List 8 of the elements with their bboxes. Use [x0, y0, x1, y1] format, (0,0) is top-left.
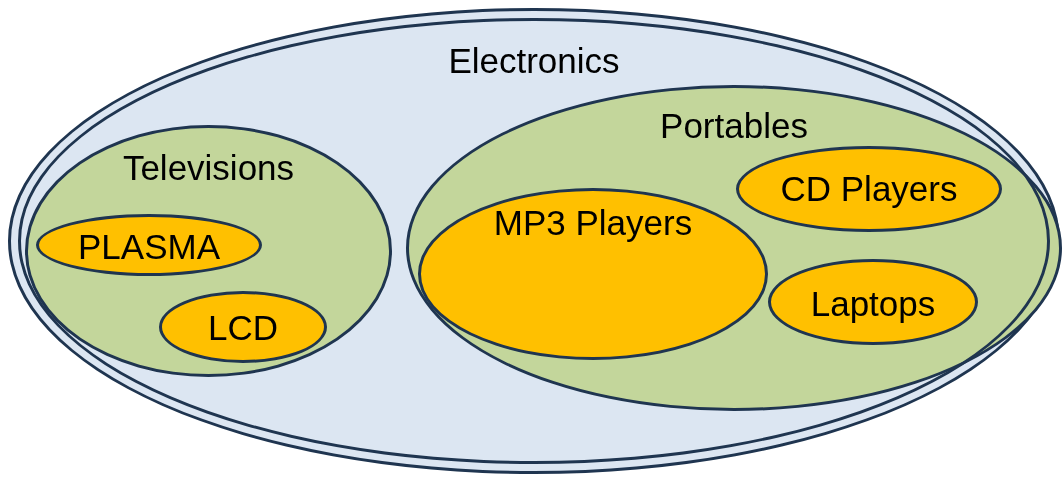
node-label: LCD — [208, 308, 278, 348]
node-label: Electronics — [448, 41, 620, 81]
node-label: Portables — [660, 106, 808, 146]
node-label: Laptops — [810, 284, 936, 324]
node-label: PLASMA — [78, 227, 220, 267]
node-label: Televisions — [122, 148, 295, 188]
node-label: CD Players — [780, 169, 958, 209]
node-label: MP3 Players — [493, 203, 693, 243]
